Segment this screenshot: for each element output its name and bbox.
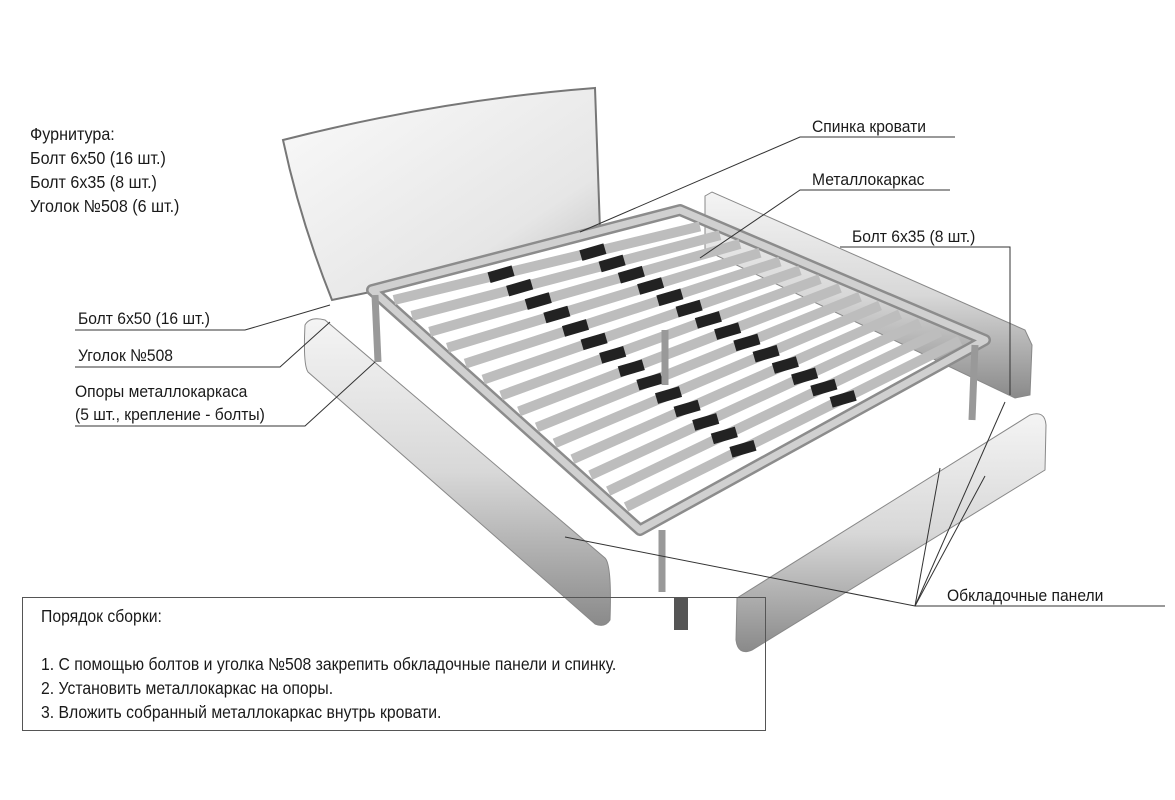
slat-holder [561,319,590,337]
callout-supports-line2: (5 шт., крепление - болты) [75,405,265,424]
slat-holder [487,265,515,283]
slat [534,292,862,433]
callout-corner-508: Уголок №508 [78,346,174,365]
slat-holder [617,359,645,377]
slat [570,309,903,464]
hardware-list: Фурнитура: Болт 6x50 (16 шт.) Болт 6x35 … [30,122,179,218]
assembly-title: Порядок сборки: [41,606,162,626]
callout-bolt-6x50: Болт 6x50 (16 шт.) [78,309,211,328]
assembly-step: 2. Установить металлокаркас на опоры. [41,678,334,698]
slat-holder [675,299,703,318]
slat-holder [694,311,722,329]
slat-holder [829,390,857,408]
slat [517,283,842,417]
slat-holder [656,288,684,307]
callout-metal-frame: Металлокаркас [812,170,925,189]
slat [623,336,963,512]
slat [446,247,762,353]
assembly-instructions: Порядок сборки: 1. С помощью болтов и уг… [22,597,766,731]
assembly-step: 3. Вложить собранный металлокаркас внутр… [41,702,442,722]
slat-holder [543,305,571,324]
hardware-title: Фурнитура: [30,124,115,144]
leader-lines [75,136,1165,607]
slat [428,239,742,337]
slat-holder [673,399,701,418]
slat-holder [506,278,534,297]
slat-holder [771,356,799,374]
slat [410,230,722,321]
slat [552,300,882,448]
slat-holder [637,277,665,295]
slat [481,265,802,385]
slat-holder [714,322,742,340]
slat [499,274,822,401]
callout-bolt-6x35: Болт 6x35 (8 шт.) [852,227,976,246]
hardware-item: Болт 6x50 (16 шт.) [30,148,166,168]
foot-panel [735,413,1047,653]
hardware-item: Уголок №508 (6 шт.) [30,196,180,216]
slat-holder [733,333,761,352]
slat-holder [752,344,780,363]
slat [463,256,782,369]
side-panel-left [303,318,611,626]
slat-holder [636,372,664,391]
slat-holder [579,243,607,261]
slat-holder [617,265,645,284]
slat-holder [654,386,683,404]
slat-holder [791,367,819,386]
metal-frame [366,204,991,630]
slat-holder [810,378,838,397]
assembly-step: 1. С помощью болтов и уголка №508 закреп… [41,654,617,674]
slat-holder [524,292,552,310]
slat-holder [729,440,757,458]
callout-supports-line1: Опоры металлокаркаса [75,382,248,401]
callout-panels: Обкладочные панели [947,586,1104,605]
callout-headboard: Спинка кровати [812,117,926,136]
slat [606,327,943,496]
slat-holder [598,254,626,273]
slat-holder [599,346,627,364]
slat-holder [692,413,720,431]
slat-holder [580,332,608,351]
slat-holder [710,426,738,445]
slat [392,221,702,305]
hardware-item: Болт 6x35 (8 шт.) [30,172,157,192]
slat [588,318,923,480]
